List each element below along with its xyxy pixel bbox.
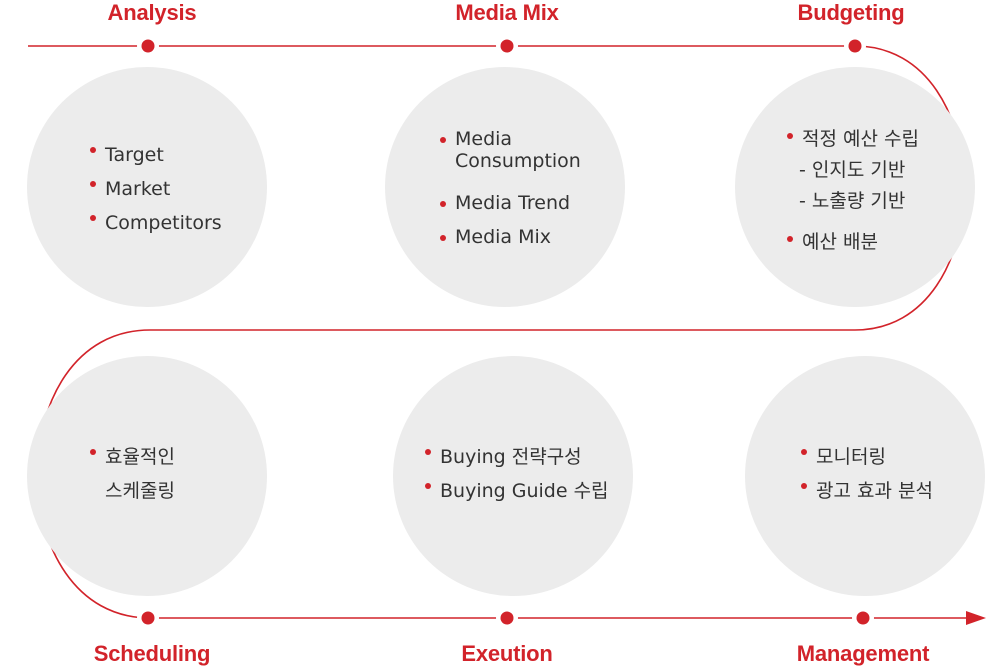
- node-dot-scheduling: [141, 611, 155, 625]
- step-title-management: Management: [796, 641, 930, 666]
- node-dot-budgeting: [848, 39, 862, 53]
- step-circle-analysis: [27, 67, 267, 307]
- node-dot-exeution: [500, 611, 514, 625]
- list-item: Buying 전략구성: [425, 440, 609, 474]
- list-item: 모니터링: [801, 440, 933, 474]
- step-circle-exeution: [393, 356, 633, 596]
- list-item: 예산 배분: [787, 227, 919, 258]
- list-item: Media Trend: [440, 192, 581, 214]
- node-dot-media-mix: [500, 39, 514, 53]
- node-dot-analysis: [141, 39, 155, 53]
- list-item: Competitors: [90, 206, 222, 240]
- list-item: Market: [90, 172, 222, 206]
- list-item: Buying Guide 수립: [425, 474, 609, 508]
- step-title-analysis: Analysis: [107, 0, 197, 25]
- list-item: 효율적인 스케줄링: [90, 440, 175, 508]
- arrow-head-icon: [966, 611, 986, 625]
- node-dot-management: [856, 611, 870, 625]
- step-title-media-mix: Media Mix: [455, 0, 559, 25]
- list-item: Media Consumption: [440, 128, 581, 172]
- list-item: Target: [90, 138, 222, 172]
- step-title-budgeting: Budgeting: [797, 0, 905, 25]
- step-circle-media-mix: [385, 67, 625, 307]
- list-sub-item: - 인지도 기반: [799, 159, 906, 181]
- step-title-exeution: Exeution: [461, 641, 553, 666]
- scheduling-list: 효율적인 스케줄링: [90, 440, 175, 508]
- list-sub-item: - 노출량 기반: [799, 190, 906, 212]
- list-item: 적정 예산 수립: [787, 124, 919, 155]
- list-item: 광고 효과 분석: [801, 474, 933, 508]
- step-title-scheduling: Scheduling: [93, 641, 211, 666]
- step-circle-management: [745, 356, 985, 596]
- step-circle-budgeting: [735, 67, 975, 307]
- step-circle-scheduling: [27, 356, 267, 596]
- list-item: Media Mix: [440, 226, 581, 248]
